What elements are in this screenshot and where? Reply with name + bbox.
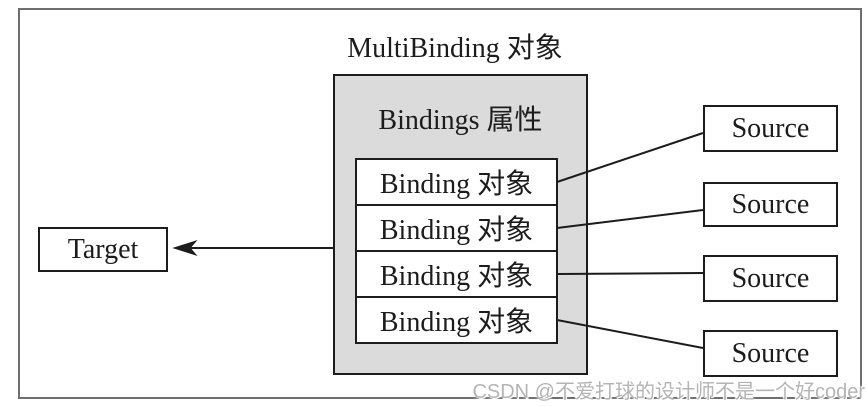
source-box-3: Source	[703, 255, 838, 302]
binding-object-box-4: Binding 对象	[355, 296, 558, 344]
source-box-4: Source	[703, 330, 838, 377]
binding-objects-stack: Binding 对象 Binding 对象 Binding 对象 Binding…	[355, 158, 558, 344]
source-box-2: Source	[703, 182, 838, 227]
bindings-property-label: Bindings 属性	[378, 105, 543, 136]
target-box: Target	[38, 227, 168, 272]
csdn-watermark: CSDN @不爱打球的设计师不是一个好coder	[472, 381, 865, 403]
binding-object-box-3: Binding 对象	[355, 250, 558, 298]
multibinding-title: MultiBinding 对象	[347, 33, 563, 64]
binding-object-box-2: Binding 对象	[355, 204, 558, 252]
binding-object-box-1: Binding 对象	[355, 158, 558, 206]
source-box-1: Source	[703, 105, 838, 152]
